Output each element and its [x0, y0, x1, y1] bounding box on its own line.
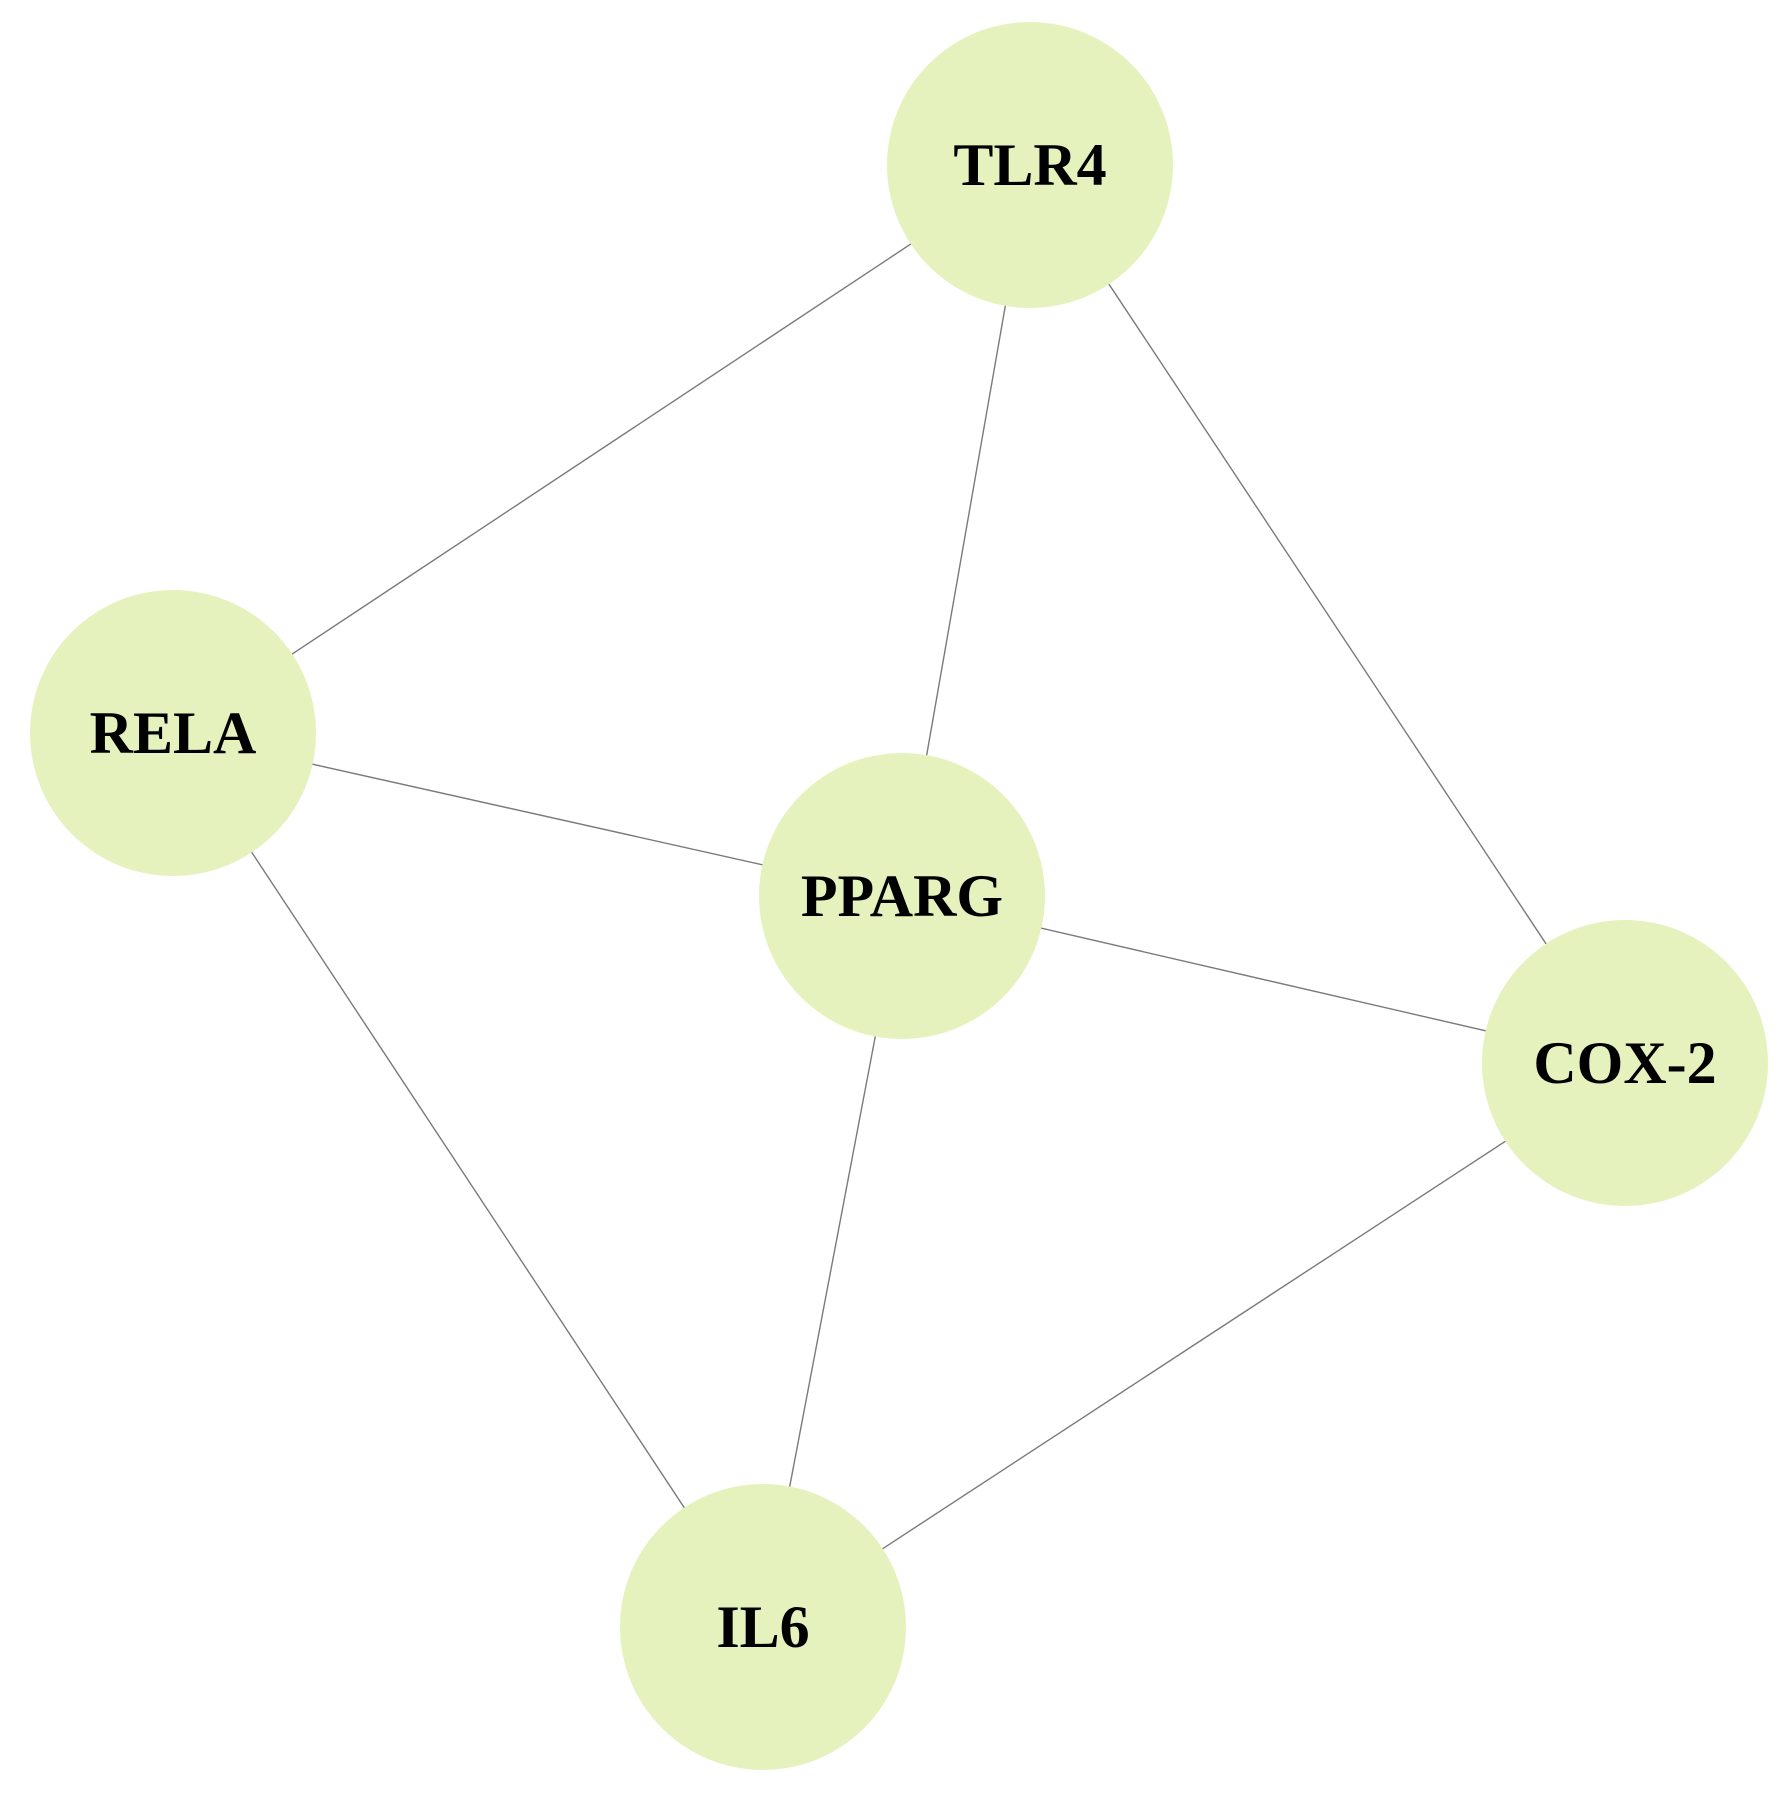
- node-tlr4: TLR4: [887, 22, 1173, 308]
- node-label-tlr4: TLR4: [953, 132, 1106, 198]
- node-label-rela: RELA: [90, 700, 257, 766]
- edge-tlr4-cox-2: [1029, 164, 1626, 1064]
- node-il6: IL6: [620, 1484, 906, 1770]
- node-rela: RELA: [30, 590, 316, 876]
- node-circle-rela: [30, 590, 316, 876]
- edge-tlr4-rela: [172, 164, 1031, 734]
- node-circle-il6: [620, 1484, 906, 1770]
- edge-rela-il6: [172, 732, 764, 1628]
- node-pparg: PPARG: [759, 753, 1045, 1039]
- node-circle-pparg: [759, 753, 1045, 1039]
- node-label-cox-2: COX-2: [1533, 1030, 1716, 1096]
- node-circle-tlr4: [887, 22, 1173, 308]
- edge-cox-2-il6: [762, 1062, 1626, 1628]
- node-cox-2: COX-2: [1482, 920, 1768, 1206]
- node-label-pparg: PPARG: [801, 863, 1003, 929]
- node-label-il6: IL6: [716, 1594, 809, 1660]
- node-circle-cox-2: [1482, 920, 1768, 1206]
